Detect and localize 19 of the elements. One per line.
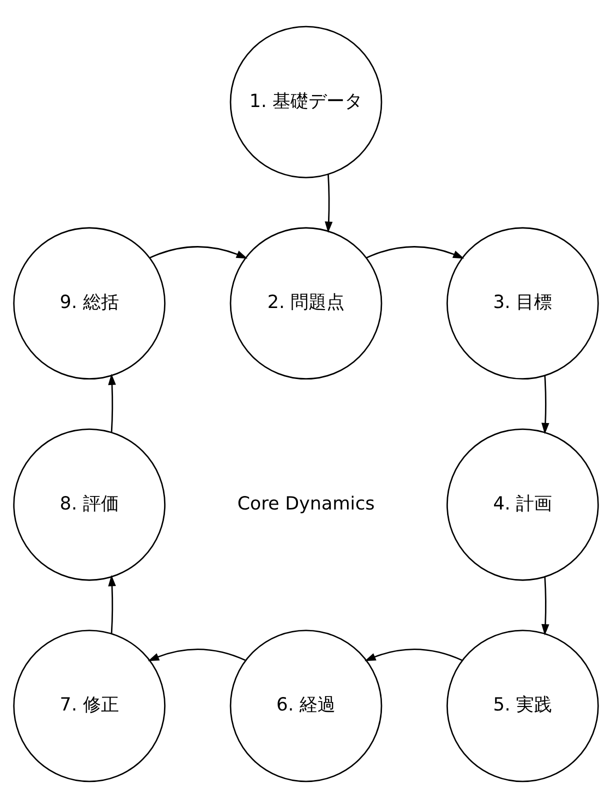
node-circle: 8. 評価: [13, 428, 166, 581]
arrow: [364, 648, 463, 662]
node-circle: 6. 経過: [230, 630, 382, 782]
arrow: [148, 648, 246, 662]
node-circle: 4. 計画: [446, 428, 599, 581]
node-circle: 2. 問題点: [230, 227, 382, 380]
node-circle: 3. 目標: [446, 227, 599, 380]
arrow: [324, 174, 333, 233]
label: Core Dynamics: [237, 493, 375, 514]
node-circle: 1. 基礎データ: [230, 26, 382, 178]
arrow: [541, 376, 550, 434]
node-circle: 7. 修正: [13, 630, 166, 782]
node-circle: 5. 実践: [446, 630, 599, 782]
arrow: [150, 246, 248, 259]
arrow: [366, 246, 464, 259]
arrow: [541, 577, 550, 636]
node-circle: 9. 総括: [13, 227, 166, 380]
arrow: [108, 575, 116, 634]
arrow: [108, 374, 116, 432]
